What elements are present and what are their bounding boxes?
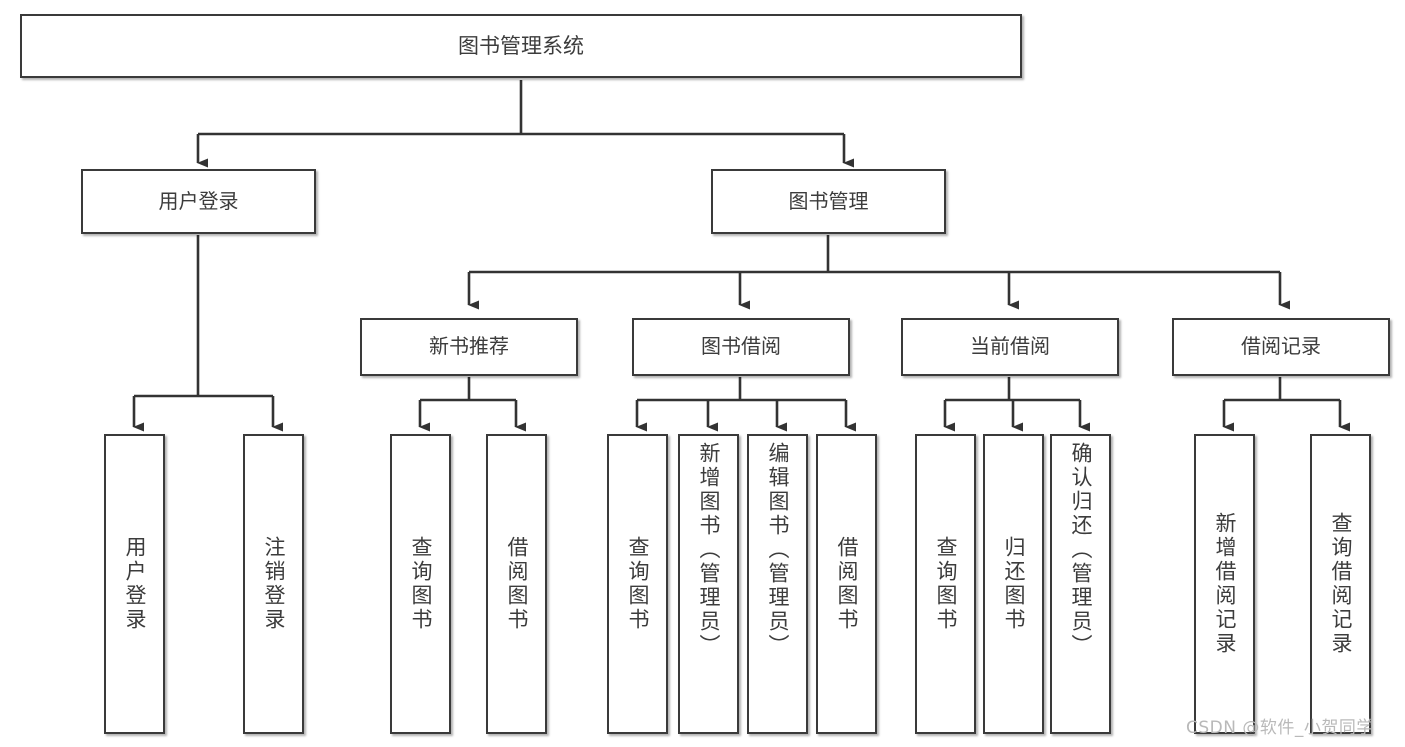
node-user-login[interactable]: 用户登录 <box>81 169 316 234</box>
leaf-query-record-label: 查询借阅记录 <box>1329 512 1353 656</box>
node-current-borrow-label: 当前借阅 <box>970 334 1050 359</box>
leaf-borrow-book-1-label: 借阅图书 <box>505 536 529 632</box>
leaf-borrow-book-2-label: 借阅图书 <box>835 536 859 632</box>
leaf-query-book-3[interactable]: 查询图书 <box>915 434 976 734</box>
leaf-query-book-2[interactable]: 查询图书 <box>607 434 668 734</box>
leaf-user-login-label: 用户登录 <box>123 536 147 632</box>
leaf-add-record[interactable]: 新增借阅记录 <box>1194 434 1255 734</box>
node-current-borrow[interactable]: 当前借阅 <box>901 318 1119 376</box>
leaf-borrow-book-2[interactable]: 借阅图书 <box>816 434 877 734</box>
leaf-return-book[interactable]: 归还图书 <box>983 434 1044 734</box>
node-new-book-rec[interactable]: 新书推荐 <box>360 318 578 376</box>
leaf-query-book-3-label: 查询图书 <box>934 536 958 632</box>
csdn-watermark: CSDN @软件_小贺同学 <box>1186 718 1374 738</box>
node-root[interactable]: 图书管理系统 <box>20 14 1022 78</box>
node-new-book-rec-label: 新书推荐 <box>429 334 509 359</box>
leaf-query-book-1[interactable]: 查询图书 <box>390 434 451 734</box>
leaf-edit-book[interactable]: 编辑图书（管理员） <box>747 434 808 734</box>
leaf-confirm-return-label: 确认归还（管理员） <box>1069 442 1093 658</box>
node-borrow-record[interactable]: 借阅记录 <box>1172 318 1390 376</box>
leaf-logout-label: 注销登录 <box>262 536 286 632</box>
leaf-confirm-return[interactable]: 确认归还（管理员） <box>1050 434 1111 734</box>
leaf-logout[interactable]: 注销登录 <box>243 434 304 734</box>
leaf-edit-book-label: 编辑图书（管理员） <box>766 442 790 658</box>
leaf-add-record-label: 新增借阅记录 <box>1213 512 1237 656</box>
node-root-label: 图书管理系统 <box>458 33 584 58</box>
node-borrow-record-label: 借阅记录 <box>1241 334 1321 359</box>
node-book-borrow[interactable]: 图书借阅 <box>632 318 850 376</box>
leaf-query-book-2-label: 查询图书 <box>626 536 650 632</box>
node-book-manage[interactable]: 图书管理 <box>711 169 946 234</box>
leaf-user-login[interactable]: 用户登录 <box>104 434 165 734</box>
node-user-login-label: 用户登录 <box>158 188 239 213</box>
node-book-manage-label: 图书管理 <box>788 188 869 213</box>
leaf-query-record[interactable]: 查询借阅记录 <box>1310 434 1371 734</box>
leaf-return-book-label: 归还图书 <box>1002 536 1026 632</box>
leaf-query-book-1-label: 查询图书 <box>409 536 433 632</box>
node-book-borrow-label: 图书借阅 <box>701 334 781 359</box>
leaf-borrow-book-1[interactable]: 借阅图书 <box>486 434 547 734</box>
leaf-add-book-label: 新增图书（管理员） <box>697 442 721 658</box>
leaf-add-book[interactable]: 新增图书（管理员） <box>678 434 739 734</box>
